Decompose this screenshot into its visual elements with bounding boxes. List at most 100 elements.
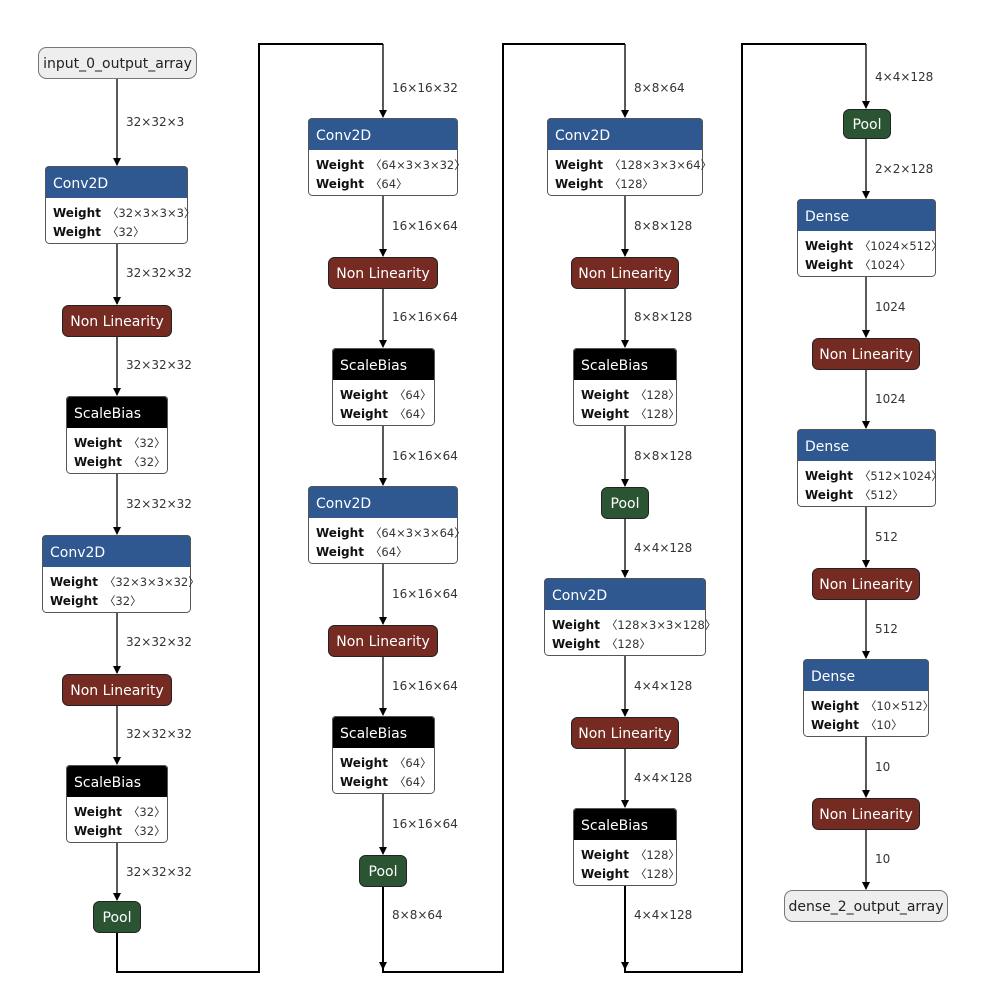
node-param-row: Weight〈32〉 <box>74 824 166 838</box>
param-name: Weight <box>74 805 122 819</box>
param-name: Weight <box>552 618 600 632</box>
param-name: Weight <box>316 545 364 559</box>
node-box <box>328 257 438 289</box>
nonlinear-node[interactable]: Non Linearity <box>62 674 172 706</box>
node-header <box>66 765 168 797</box>
param-shape: 〈128〉 <box>635 848 680 862</box>
param-shape: 〈64〉 <box>394 407 432 421</box>
nonlinear-node[interactable]: Non Linearity <box>328 257 438 289</box>
param-shape: 〈128〉 <box>635 867 680 881</box>
param-name: Weight <box>74 436 122 450</box>
nonlinear-node[interactable]: Non Linearity <box>62 305 172 337</box>
edge-shape-label: 4×4×128 <box>634 541 692 555</box>
node-border <box>803 659 929 737</box>
node-param-row: Weight〈32〉 <box>74 436 166 450</box>
param-shape: 〈128〉 <box>606 637 651 651</box>
pool-node[interactable]: Pool <box>601 487 649 519</box>
param-shape: 〈64〉 <box>394 775 432 789</box>
node-param-row: Weight〈64〉 <box>316 177 408 191</box>
node-title: Pool <box>369 864 398 880</box>
node-border <box>573 808 677 886</box>
node-title: Pool <box>611 496 640 512</box>
node-box <box>812 338 920 370</box>
nonlinear-node[interactable]: Non Linearity <box>812 798 920 830</box>
param-name: Weight <box>340 756 388 770</box>
edge-shape-label: 8×8×128 <box>634 310 692 324</box>
node-title: Non Linearity <box>578 266 672 282</box>
column-connector-line <box>116 43 383 973</box>
param-shape: 〈128〉 <box>609 177 654 191</box>
param-name: Weight <box>805 258 853 272</box>
nonlinear-node[interactable]: Non Linearity <box>328 625 438 657</box>
node-border <box>332 348 435 426</box>
param-name: Weight <box>811 718 859 732</box>
node-box <box>812 798 920 830</box>
node-border <box>308 486 458 564</box>
param-name: Weight <box>805 239 853 253</box>
param-name: Weight <box>581 388 629 402</box>
param-name: Weight <box>53 225 101 239</box>
node-box <box>601 487 649 519</box>
param-name: Weight <box>552 637 600 651</box>
node-title: Dense <box>805 439 849 455</box>
node-box <box>571 717 679 749</box>
edge-shape-label: 32×32×32 <box>126 635 192 649</box>
node-border <box>544 578 706 656</box>
nonlinear-node[interactable]: Non Linearity <box>571 257 679 289</box>
param-shape: 〈64〉 <box>370 545 408 559</box>
param-name: Weight <box>581 848 629 862</box>
edge-shape-label: 32×32×32 <box>126 727 192 741</box>
param-shape: 〈64×3×3×64〉 <box>370 526 466 540</box>
node-header <box>797 429 936 461</box>
param-shape: 〈10〉 <box>865 718 903 732</box>
param-shape: 〈1024〉 <box>859 258 911 272</box>
param-shape: 〈10×512〉 <box>865 699 934 713</box>
nonlinear-node[interactable]: Non Linearity <box>571 717 679 749</box>
pool-node[interactable]: Pool <box>359 855 407 887</box>
node-header <box>332 348 435 380</box>
node-header <box>573 348 677 380</box>
param-shape: 〈32〉 <box>128 455 166 469</box>
io-node[interactable]: input_0_output_array <box>38 47 197 79</box>
param-name: Weight <box>805 488 853 502</box>
pool-node[interactable]: Pool <box>843 109 891 139</box>
node-box <box>93 901 141 933</box>
pool-node[interactable]: Pool <box>93 901 141 933</box>
edge-shape-label: 512 <box>875 530 898 544</box>
edge-shape-label: 16×16×64 <box>392 679 458 693</box>
node-param-row: Weight 〈64〉 <box>316 545 408 559</box>
node-box <box>359 855 407 887</box>
node-header <box>797 199 936 231</box>
node-title: Pool <box>853 117 882 133</box>
param-name: Weight <box>316 158 364 172</box>
edge-shape-label: 8×8×64 <box>634 81 685 95</box>
edge-shape-label: 32×32×3 <box>126 115 184 129</box>
edge-shape-label: 8×8×64 <box>392 908 443 922</box>
param-name: Weight <box>316 177 364 191</box>
node-title: Non Linearity <box>70 683 164 699</box>
node-title: input_0_output_array <box>43 56 192 72</box>
edge-shape-label: 8×8×128 <box>634 219 692 233</box>
param-shape: 〈32〉 <box>128 824 166 838</box>
nonlinear-node[interactable]: Non Linearity <box>812 338 920 370</box>
node-border <box>547 118 703 196</box>
io-node[interactable]: dense_2_output_array <box>784 890 948 922</box>
node-param-row: Weight〈10×512〉 <box>811 699 934 713</box>
edge-shape-label: 4×4×128 <box>634 771 692 785</box>
nonlinear-node[interactable]: Non Linearity <box>812 568 920 600</box>
